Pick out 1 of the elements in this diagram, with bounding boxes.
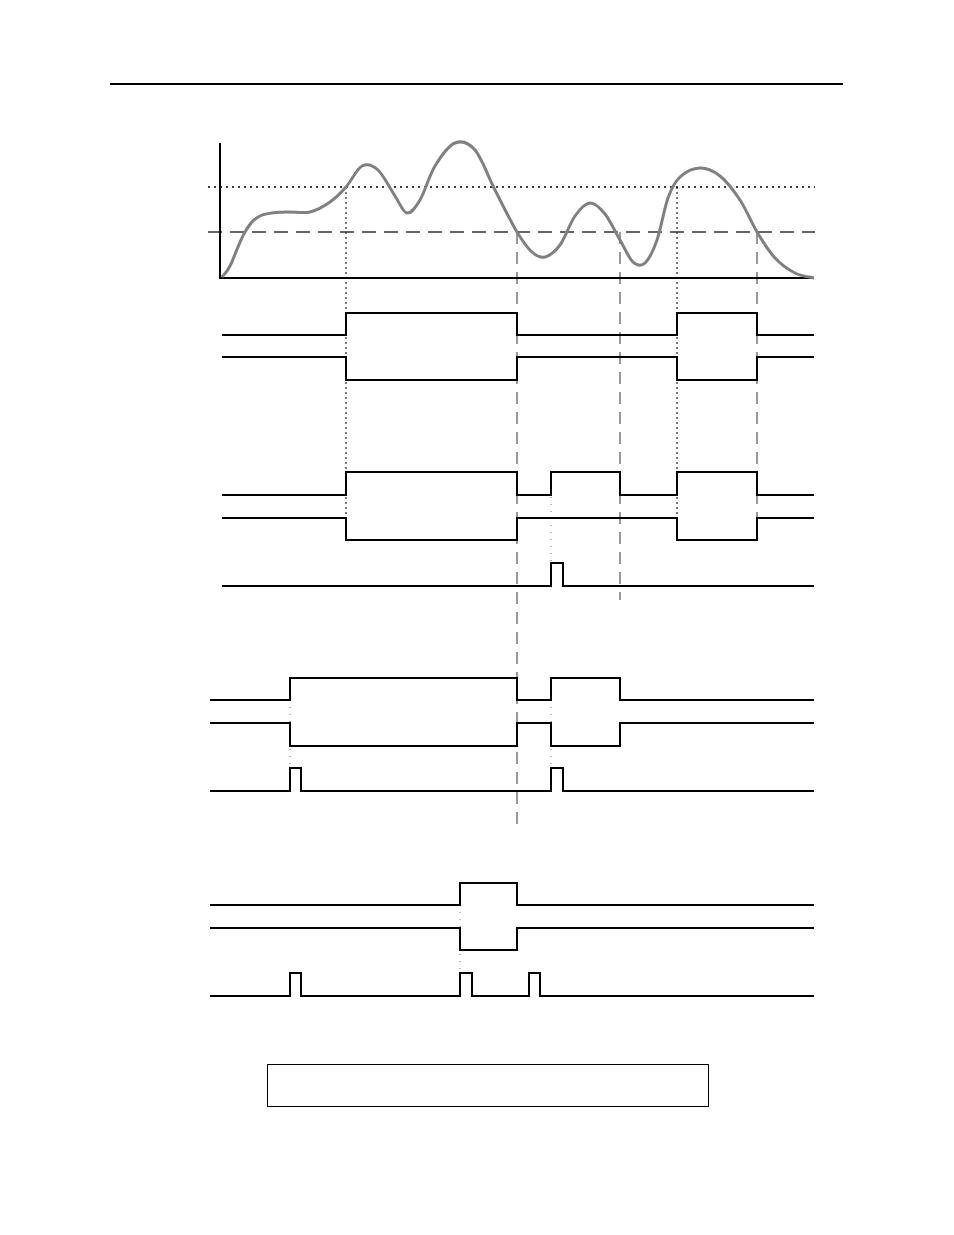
caption-frame: [267, 1064, 709, 1107]
